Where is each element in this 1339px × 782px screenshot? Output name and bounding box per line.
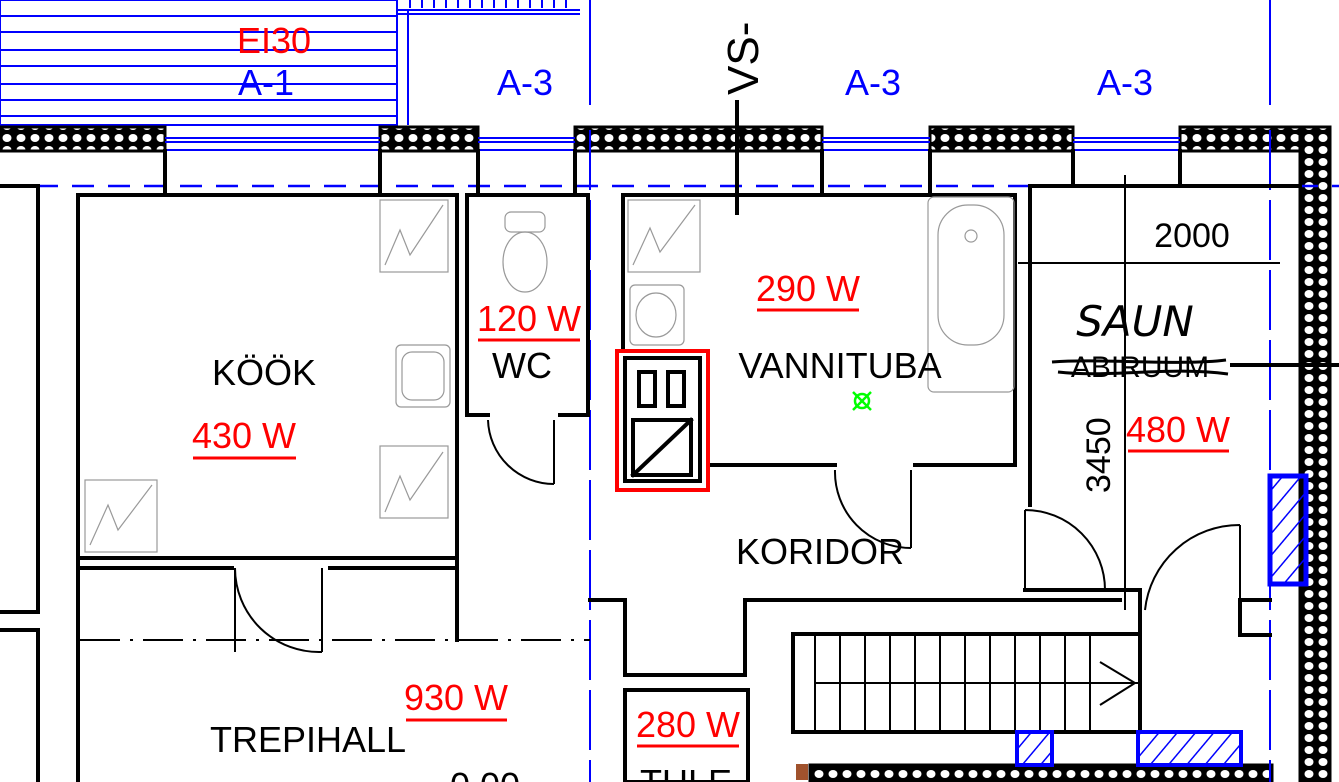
- room-name-kook: KÖÖK: [212, 352, 316, 393]
- fire-class-label: EI30: [237, 20, 311, 61]
- room-power-vannituba: 290 W: [756, 268, 860, 309]
- room-power-tule: 280 W: [636, 704, 740, 745]
- level-mark: 0.00: [450, 765, 520, 782]
- doors: [234, 419, 1241, 654]
- room-name-tule: TULE-: [640, 762, 744, 782]
- room-name-trepihall: TREPIHALL: [210, 719, 406, 760]
- room-name-koridor: KORIDOR: [736, 531, 904, 572]
- axis-label-a1: A-1: [238, 62, 294, 103]
- interior-walls: [0, 149, 1302, 782]
- staircase: [791, 632, 1142, 734]
- room-power-kook: 430 W: [192, 415, 296, 456]
- fixtures: [84, 196, 1015, 553]
- axis-label-a3: A-3: [845, 62, 901, 103]
- dimension-height: 3450: [1080, 417, 1118, 493]
- room-name-wc: WC: [492, 345, 552, 386]
- room-name-struck: ABIRUUM: [1071, 351, 1209, 384]
- windows: [165, 137, 1180, 151]
- room-power-trepihall: 930 W: [404, 677, 508, 718]
- sauna-heater: [615, 349, 710, 492]
- terrace-hatching: [0, 0, 1271, 126]
- room-power-wc: 120 W: [477, 298, 581, 339]
- room-name-saun-handwritten: SAUN: [1076, 297, 1194, 346]
- railing: [409, 0, 567, 8]
- axis-label-a3: A-3: [1097, 62, 1153, 103]
- vent-marker-icon: [852, 391, 872, 411]
- room-name-vannituba: VANNITUBA: [738, 345, 941, 386]
- room-power-saun: 480 W: [1126, 409, 1230, 450]
- axis-label-a3: A-3: [497, 62, 553, 103]
- dimension-width: 2000: [1154, 217, 1230, 255]
- grid-lines: [80, 100, 1339, 641]
- section-mark: VS-: [719, 22, 768, 95]
- columns: [1015, 473, 1309, 767]
